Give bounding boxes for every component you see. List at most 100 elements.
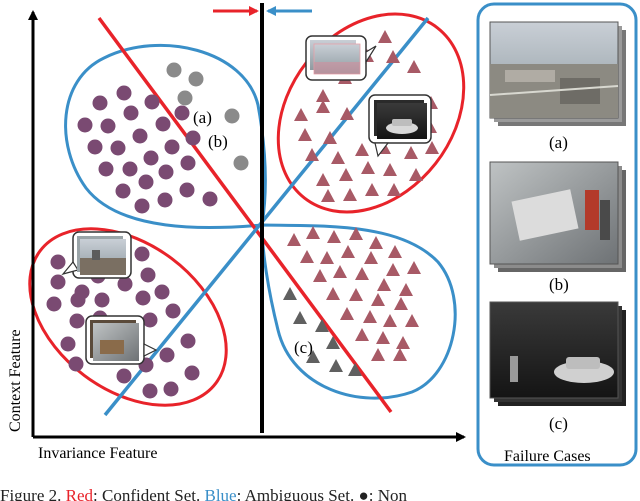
circle-sample [144,94,160,110]
figure-caption: Figure 2. Red: Confident Set. Blue: Ambi… [0,484,640,501]
triangle-sample [383,163,397,176]
ambiguous-region-bottom-right [260,223,457,400]
ambiguous-triangle-sample [329,359,343,372]
red-boundary-line [97,16,393,414]
circle-sample [165,303,181,319]
circle-sample [179,182,195,198]
triangle-sample [364,251,378,264]
triangle-sample [377,278,391,291]
circle-sample [50,274,66,290]
circle-sample [132,128,148,144]
circle-sample [87,139,103,155]
failure-cases-title: Failure Cases [504,448,591,465]
triangle-sample [388,245,402,258]
circle-sample [100,118,116,134]
failure-case-image-a [489,21,626,126]
circle-sample [142,383,158,399]
y-axis-label: Context Feature [7,329,24,432]
circle-sample [50,254,66,270]
triangle-sample [333,265,347,278]
triangle-sample [321,189,335,202]
thumbnail-callout [305,35,377,81]
circle-sample [134,198,150,214]
triangle-sample [287,233,301,246]
circle-sample [77,117,93,133]
circle-sample [184,365,200,381]
thumbnail-callout [368,94,432,158]
ambiguous-triangle-sample [293,311,307,324]
triangle-sample [369,236,383,249]
triangle-sample [404,146,418,159]
x-axis-label: Invariance Feature [38,445,157,462]
circle-sample [123,105,139,121]
circle-sample [110,140,126,156]
circle-sample [174,105,190,121]
triangle-sample [340,307,354,320]
ambiguous-circle-sample [166,62,182,78]
circle-sample [94,292,110,308]
triangle-sample [396,336,410,349]
triangle-sample [399,283,413,296]
circle-sample [140,267,156,283]
triangle-sample [349,227,363,240]
triangle-sample [313,269,327,282]
triangle-sample [298,128,312,141]
triangle-sample [327,230,341,243]
triangle-sample [355,267,369,280]
circle-sample [185,130,201,146]
triangle-sample [386,263,400,276]
circle-sample [117,276,133,292]
triangle-sample [331,151,345,164]
confident-region-bottom-left [28,227,228,407]
failure-case-image-b [489,161,626,272]
circle-samples-bottom-left [46,246,200,399]
circle-sample [202,191,218,207]
triangle-sample [316,100,330,113]
triangle-sample [294,108,308,121]
triangle-sample [349,288,363,301]
failure-case-label-b: (b) [549,275,569,294]
triangle-sample [363,310,377,323]
triangle-sample [326,287,340,300]
marker-a: (a) [193,108,212,127]
triangle-sample [316,89,330,102]
circle-sample [157,192,173,208]
triangle-sample [383,314,397,327]
triangle-sample [341,245,355,258]
triangle-sample [305,148,319,161]
triangle-sample [425,141,439,154]
triangle-sample [409,168,423,181]
circle-sample [70,292,86,308]
circle-sample [155,116,171,132]
triangle-sample [405,314,419,327]
triangle-sample [378,30,392,43]
triangle-sample [387,183,401,196]
failure-case-image-c [489,301,626,406]
circle-sample [134,246,150,262]
triangle-sample [323,131,337,144]
circle-sample [60,336,76,352]
caption-figure: Figure 2. [0,486,62,501]
circle-sample [143,150,159,166]
triangle-sample [300,250,314,263]
circle-sample [46,296,62,312]
circle-sample [122,161,138,177]
triangle-sample [365,183,379,196]
circle-sample [98,161,114,177]
circle-sample [180,155,196,171]
thumbnail-callout [61,231,132,279]
triangle-sample [371,293,385,306]
triangle-sample [407,261,421,274]
triangle-sample [320,251,334,264]
thumbnail-callout [85,315,158,365]
triangle-sample [386,50,400,63]
circle-sample [163,381,179,397]
circle-sample [154,284,170,300]
triangle-sample [316,173,330,186]
ambiguous-circle-sample [224,108,240,124]
triangle-sample [343,188,357,201]
ambiguous-triangle-sample [306,350,320,363]
ambiguous-triangle-samples [283,287,362,376]
triangle-sample [393,348,407,361]
circle-sample [115,183,131,199]
